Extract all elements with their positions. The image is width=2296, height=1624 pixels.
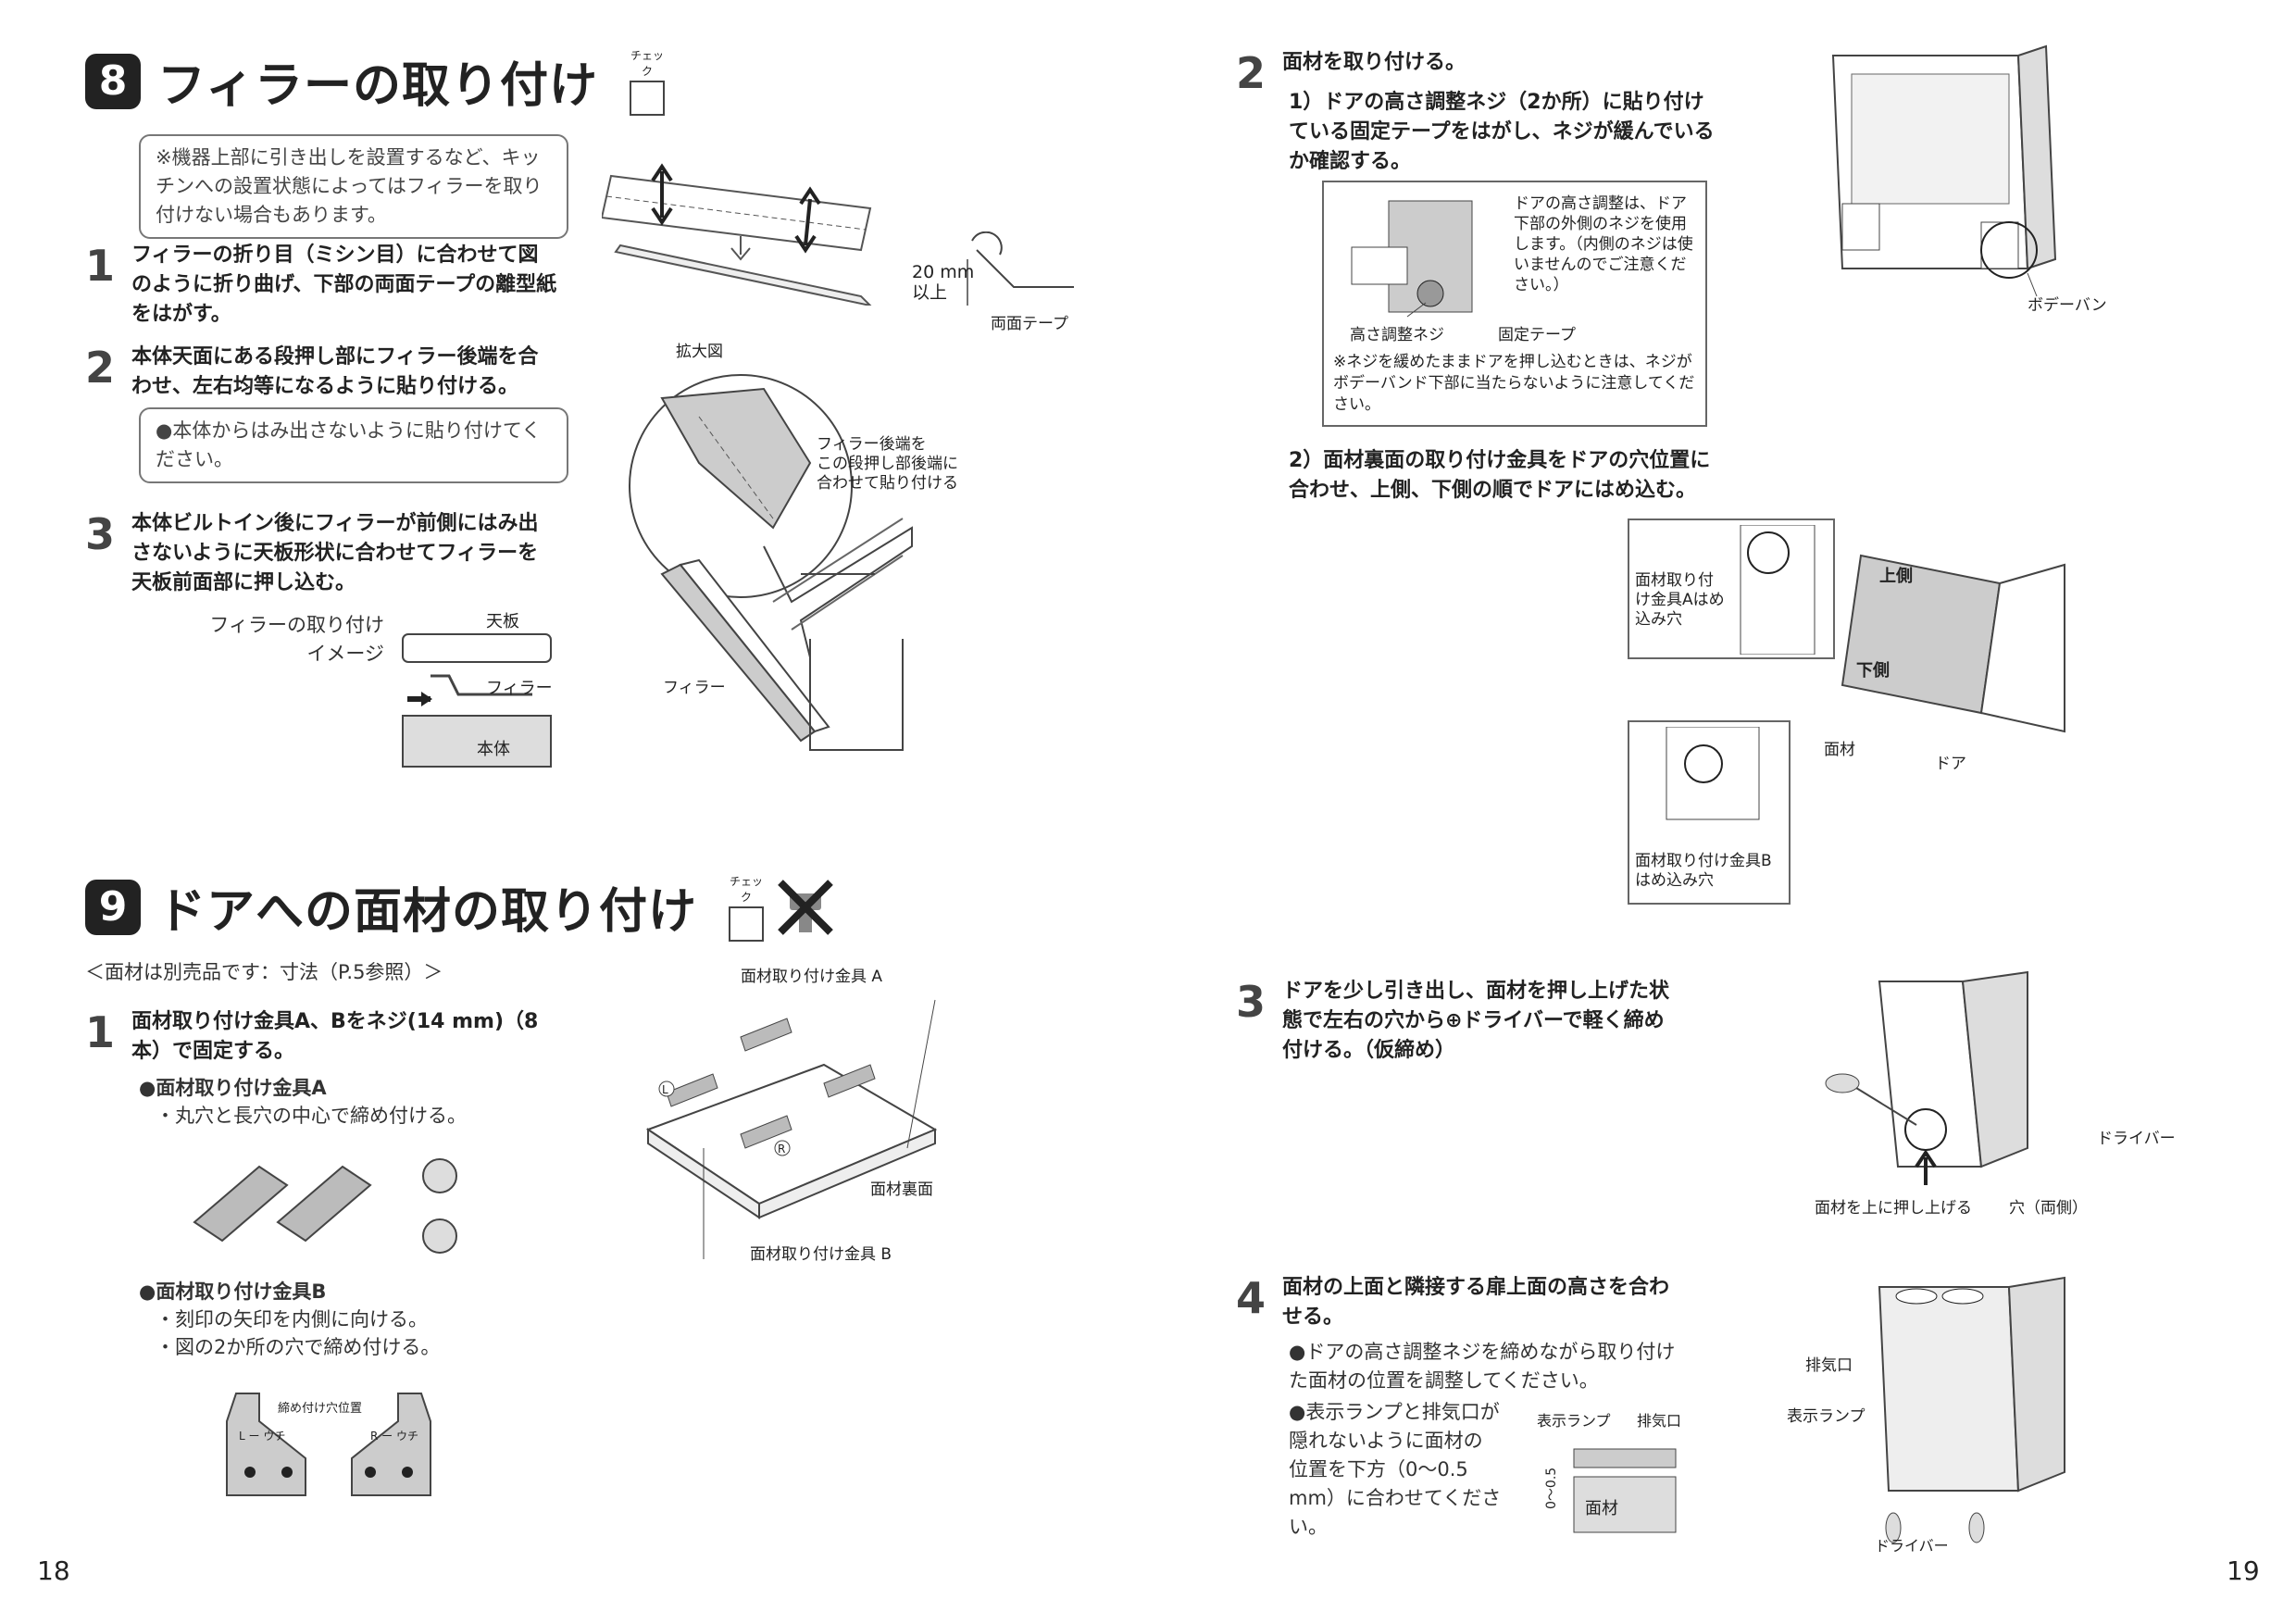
page-number-right: 19 [2227, 1555, 2260, 1586]
tape-detail-figure: 20 mm 以上 両面テープ [912, 231, 1074, 333]
section-title: ドアへの面材の取り付け [157, 884, 698, 940]
driver-label: ドライバー [2097, 1130, 2176, 1148]
step-text: 本体天面にある段押し部にフィラー後端を合わせ、左右均等になるように貼り付ける。 [131, 345, 539, 398]
bracket-b-note-2: ・図の2か所の穴で締め付ける。 [156, 1336, 441, 1358]
filler-image-label: フィラーの取り付け イメージ [209, 614, 384, 665]
check-label: チェック [730, 874, 764, 904]
step-8-1: 1 フィラーの折り目（ミシン目）に合わせて図のように折り曲げ、下部の両面テープの… [85, 241, 557, 330]
filler-fold-figure [602, 163, 872, 306]
section-8-note: ※機器上部に引き出しを設置するなど、キッチンへの設置状態によってはフィラーを取り… [139, 134, 568, 239]
step-8-2-note: ●本体からはみ出さないように貼り付けてください。 [139, 407, 568, 483]
fig-l: L [662, 1083, 668, 1096]
no-power-drill-icon [778, 879, 833, 935]
section-8-heading: 8 フィラーの取り付け チェック [85, 46, 668, 116]
hole-a-box: 面材取り付け金具Aはめ込み穴 [1628, 518, 1835, 659]
bracket-b-heading: ●面材取り付け金具B [139, 1280, 327, 1303]
page-number-left: 18 [37, 1555, 70, 1586]
bracket-a-heading: ●面材取り付け金具A [139, 1077, 327, 1099]
box-note2: ※ネジを緩めたままドアを押し込むときは、ネジがボデーバンド下部に当たらないように… [1333, 353, 1695, 414]
step-text: 面材を取り付ける。 [1282, 51, 1466, 74]
step-text: 面材取り付け金具A、Bをネジ(14 mm)（8本）で固定する。 [131, 1010, 539, 1063]
hole-b-label: 面材取り付け金具Bはめ込み穴 [1635, 852, 1772, 890]
lamp-exhaust-figure: 排気口 表示ランプ ドライバー [1787, 1276, 2065, 1555]
box-note1: ドアの高さ調整は、ドア下部の外側のネジを使用します。（内側のネジは使いませんので… [1514, 194, 1693, 294]
bracket-b-figure: 締め付け穴位置 L ー ウチ R ー ウチ [226, 1393, 431, 1496]
filler-install-figure: 天板 フィラー 本体 [402, 612, 553, 768]
body-band-label: ボデーバンド下部 [2028, 295, 2111, 315]
lower-label: 下側 [1856, 660, 1890, 681]
hontai-label: 本体 [477, 740, 510, 759]
push-up-label: 面材を上に押し上げる [1815, 1199, 1972, 1218]
filler-callout: フィラー後端を この段押し部後端に 合わせて貼り付ける [817, 435, 958, 493]
menzai-label: 面材 [1824, 741, 1855, 759]
step-9-1: 1 面材取り付け金具A、Bをネジ(14 mm)（8本）で固定する。 [85, 1007, 567, 1067]
step-r-2: 2 面材を取り付ける。 [1236, 48, 1791, 98]
kakudai-label: 拡大図 [676, 343, 723, 361]
exhaust-label: 排気口 [1637, 1412, 1681, 1430]
filler-fig-label: フィラー [663, 679, 726, 697]
door-panel-figure: 上側 下側 面材 ドア [1824, 554, 2065, 773]
dim-20mm: 20 mm [912, 262, 974, 282]
dim-label: 0〜0.5 [1544, 1468, 1559, 1509]
check-box[interactable]: チェック [626, 47, 668, 116]
step-8-2: 2 本体天面にある段押し部にフィラー後端を合わせ、左右均等になるように貼り付ける… [85, 343, 557, 402]
fig-r: R [778, 1143, 785, 1156]
step-text: 本体ビルトイン後にフィラーが前側にはみ出さないように天板形状に合わせてフィラーを… [131, 512, 539, 594]
lamp-label: 表示ランプ [1537, 1412, 1611, 1430]
box-tape-label: 固定テープ [1498, 326, 1576, 344]
ijou-label: 以上 [912, 282, 947, 303]
section-number: 8 [85, 53, 141, 109]
bracket-assembly-figure: 面材取り付け金具 A 面材取り付け金具 B 面材裏面 L R [645, 968, 938, 1264]
bracket-a-note: ・丸穴と長穴の中心で締め付ける。 [156, 1105, 467, 1127]
step-text: ドアを少し引き出し、面材を押し上げた状態で左右の穴から⊕ドライバーで軽く締め付け… [1282, 980, 1670, 1062]
sec9-sub: ＜面材は別売品です：寸法（P.5参照）＞ [85, 961, 443, 983]
tenita-label: 天板 [486, 612, 519, 631]
ryoumen-label: 両面テープ [991, 315, 1068, 333]
fig-back: 面材裏面 [870, 1180, 933, 1199]
box-screw-label: 高さ調整ネジ [1350, 326, 1444, 344]
section-title: フィラーの取り付け [157, 58, 598, 114]
screw-note-box: ドアの高さ調整は、ドア下部の外側のネジを使用します。（内側のネジは使いませんので… [1322, 181, 1707, 427]
step-r-3: 3 ドアを少し引き出し、面材を押し上げた状態で左右の穴から⊕ドライバーで軽く締め… [1236, 977, 1754, 1066]
l-uchi: L ー ウチ [239, 1430, 285, 1443]
section-9-heading: 9 ドアへの面材の取り付け チェック [85, 872, 838, 942]
gap-figure: 表示ランプ 排気口 面材 0〜0.5 [1537, 1412, 1681, 1533]
upper-label: 上側 [1879, 566, 1913, 586]
door-label: ドア [1935, 755, 1966, 773]
lamp-fig-label: 表示ランプ [1787, 1407, 1866, 1426]
r-uchi: R ー ウチ [370, 1430, 418, 1443]
holes-label: 穴（両側） [2009, 1199, 2088, 1218]
step-r-2-2: 2）面材裏面の取り付け金具をドアの穴位置に合わせ、上側、下側の順でドアにはめ込む… [1289, 449, 1711, 502]
fig-bracket-a: 面材取り付け金具 A [741, 968, 882, 986]
step-r-4-note1: ●ドアの高さ調整ネジを締めながら取り付けた面材の位置を調整してください。 [1289, 1341, 1676, 1392]
step-text: 面材の上面と隣接する扉上面の高さを合わせる。 [1282, 1276, 1670, 1329]
section-number: 9 [85, 879, 141, 935]
step-text: フィラーの折り目（ミシン目）に合わせて図のように折り曲げ、下部の両面テープの離型… [131, 244, 557, 326]
shime-label: 締め付け穴位置 [278, 1401, 362, 1416]
driver-figure: ドライバー 面材を上に押し上げる 穴（両側） [1815, 970, 2176, 1218]
screw-figure [1351, 200, 1473, 318]
check-label: チェック [630, 48, 664, 78]
hole-a-label: 面材取り付け金具Aはめ込み穴 [1635, 571, 1725, 629]
bracket-a-figure [193, 1158, 457, 1254]
step-r-2-1: 1）ドアの高さ調整ネジ（2か所）に貼り付けている固定テープをはがし、ネジが緩んで… [1289, 91, 1715, 173]
step-r-4-note2: ●表示ランプと排気口が隠れないように面材の位置を下方（0〜0.5 mm）に合わせ… [1289, 1401, 1502, 1538]
step-r-4: 4 面材の上面と隣接する扉上面の高さを合わせる。 [1236, 1273, 1754, 1332]
menzai-gap-label: 面材 [1585, 1499, 1618, 1518]
check-square-icon [729, 906, 765, 942]
enlarged-figure [629, 374, 913, 751]
fig-bracket-b: 面材取り付け金具 B [750, 1245, 892, 1264]
hole-b-box: 面材取り付け金具Bはめ込み穴 [1628, 720, 1791, 905]
check-box[interactable]: チェック [725, 873, 767, 942]
dishwasher-body-figure: ボデーバンド下部 [1831, 44, 2111, 315]
driver2-label: ドライバー [1875, 1537, 1949, 1555]
check-square-icon [629, 80, 665, 116]
filler-label: フィラー [486, 679, 553, 698]
step-8-3: 3 本体ビルトイン後にフィラーが前側にはみ出さないように天板形状に合わせてフィラ… [85, 509, 557, 598]
exhaust-fig-label: 排気口 [1805, 1356, 1853, 1375]
bracket-b-note-1: ・刻印の矢印を内側に向ける。 [156, 1308, 428, 1330]
